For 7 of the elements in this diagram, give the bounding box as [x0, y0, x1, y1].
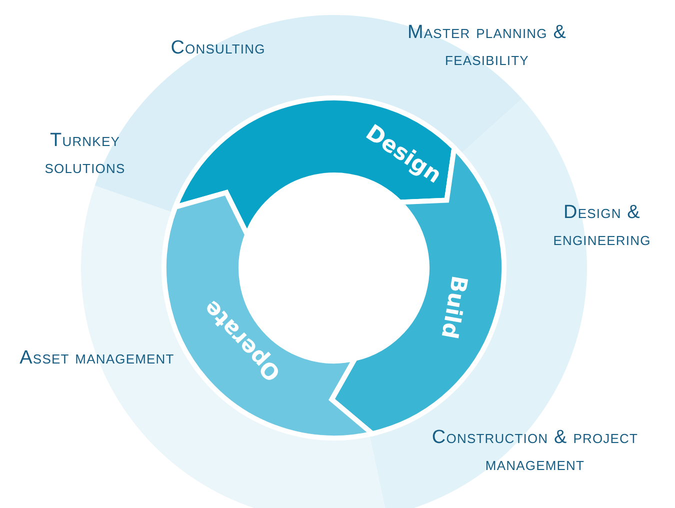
phase-label: Build: [436, 274, 470, 340]
service-label: Consulting: [170, 36, 266, 60]
service-label: Turnkey solutions: [44, 129, 126, 180]
service-label: Master planning & feasibility: [406, 21, 568, 72]
service-label: Design & engineering: [552, 201, 652, 252]
service-label: Asset management: [18, 346, 176, 370]
service-label: Construction & project management: [430, 426, 640, 477]
